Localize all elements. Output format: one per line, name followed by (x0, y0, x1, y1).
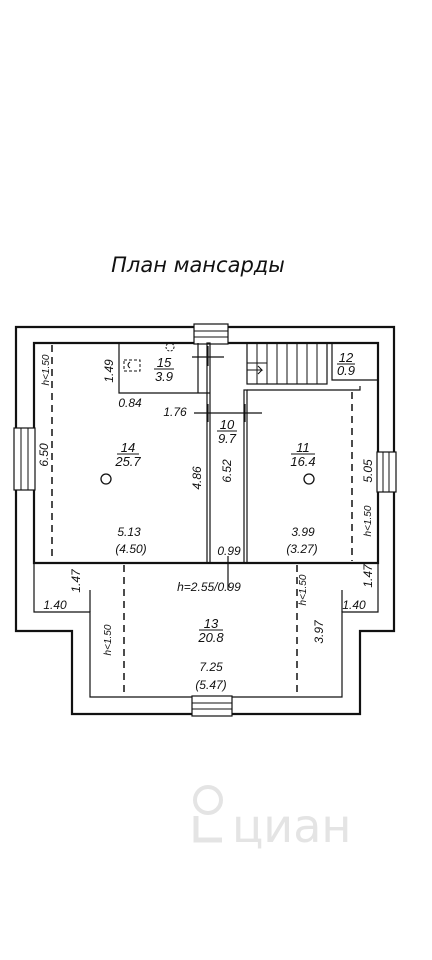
plan-title: План мансарды (111, 253, 285, 277)
room-12-label: 12 0.9 (337, 350, 355, 378)
dimension-label: 0.84 (118, 396, 142, 410)
dimension-label: 6.50 (37, 443, 51, 467)
dimension-label: 7.25 (199, 660, 223, 674)
height-mark: h<1.50 (298, 574, 309, 605)
dimension-label: (3.27) (286, 542, 317, 556)
inner-wall-contour (32, 341, 380, 565)
watermark-logo-icon (193, 785, 223, 815)
dimension-label: 3.97 (312, 619, 326, 644)
partition-room11 (243, 389, 248, 564)
room-11-area: 16.4 (290, 454, 315, 469)
dimension-label: 5.13 (117, 525, 141, 539)
room-10-number: 10 (220, 417, 235, 432)
window-top (193, 323, 229, 345)
room-14-area: 25.7 (114, 454, 141, 469)
window-right (376, 451, 397, 493)
watermark: циан (193, 785, 351, 853)
room-15-label: 15 3.9 (154, 355, 174, 384)
height-mark: h<1.50 (103, 624, 114, 655)
ceiling-light-icon (100, 473, 112, 485)
room-15-area: 3.9 (155, 369, 173, 384)
room-13-label: 13 20.8 (197, 616, 224, 645)
room-14-number: 14 (121, 440, 135, 455)
room-15-number: 15 (157, 355, 172, 370)
ceiling-light-icon (303, 473, 315, 485)
dimension-label: 1.49 (102, 359, 116, 383)
central-height-mark: h=2.55/0.99 (177, 580, 241, 594)
watermark-logo-mark (193, 816, 222, 843)
room-12-number: 12 (339, 350, 354, 365)
room-13-number: 13 (204, 616, 219, 631)
room-10-area: 9.7 (218, 431, 237, 446)
dimension-label: (4.50) (115, 542, 146, 556)
window-bottom (191, 695, 233, 717)
dimension-label: 5.05 (361, 459, 375, 483)
dimension-label: 1.40 (342, 598, 366, 612)
dimension-label: 1.47 (69, 568, 83, 593)
height-mark: h<1.50 (41, 354, 52, 385)
dimension-label: 1.47 (361, 563, 375, 588)
room-10-label: 10 9.7 (217, 417, 237, 446)
dimension-label: 3.99 (291, 525, 315, 539)
toilet-icon (123, 359, 141, 372)
dimension-label: 4.86 (190, 466, 204, 490)
dimension-label: 1.40 (43, 598, 67, 612)
partition-room14 (206, 342, 211, 564)
watermark-text: циан (232, 799, 351, 853)
room11-top-wall (247, 386, 361, 391)
room-13-area: 20.8 (197, 630, 224, 645)
window-left (13, 427, 36, 491)
sink-icon (165, 342, 175, 352)
dimension-label: 6.52 (220, 459, 234, 483)
outer-wall (14, 325, 396, 716)
staircase (246, 342, 328, 385)
room-11-label: 11 16.4 (290, 440, 315, 469)
height-mark: h<1.50 (363, 505, 374, 536)
dimension-label: 1.76 (163, 405, 187, 419)
dimension-label: (5.47) (195, 678, 226, 692)
room-14-label: 14 25.7 (114, 440, 141, 469)
room-12-area: 0.9 (337, 363, 355, 378)
dimension-label: 0.99 (217, 544, 241, 558)
room-11-number: 11 (296, 440, 310, 455)
bathroom-wall (118, 343, 210, 394)
closet-wall (331, 343, 378, 381)
